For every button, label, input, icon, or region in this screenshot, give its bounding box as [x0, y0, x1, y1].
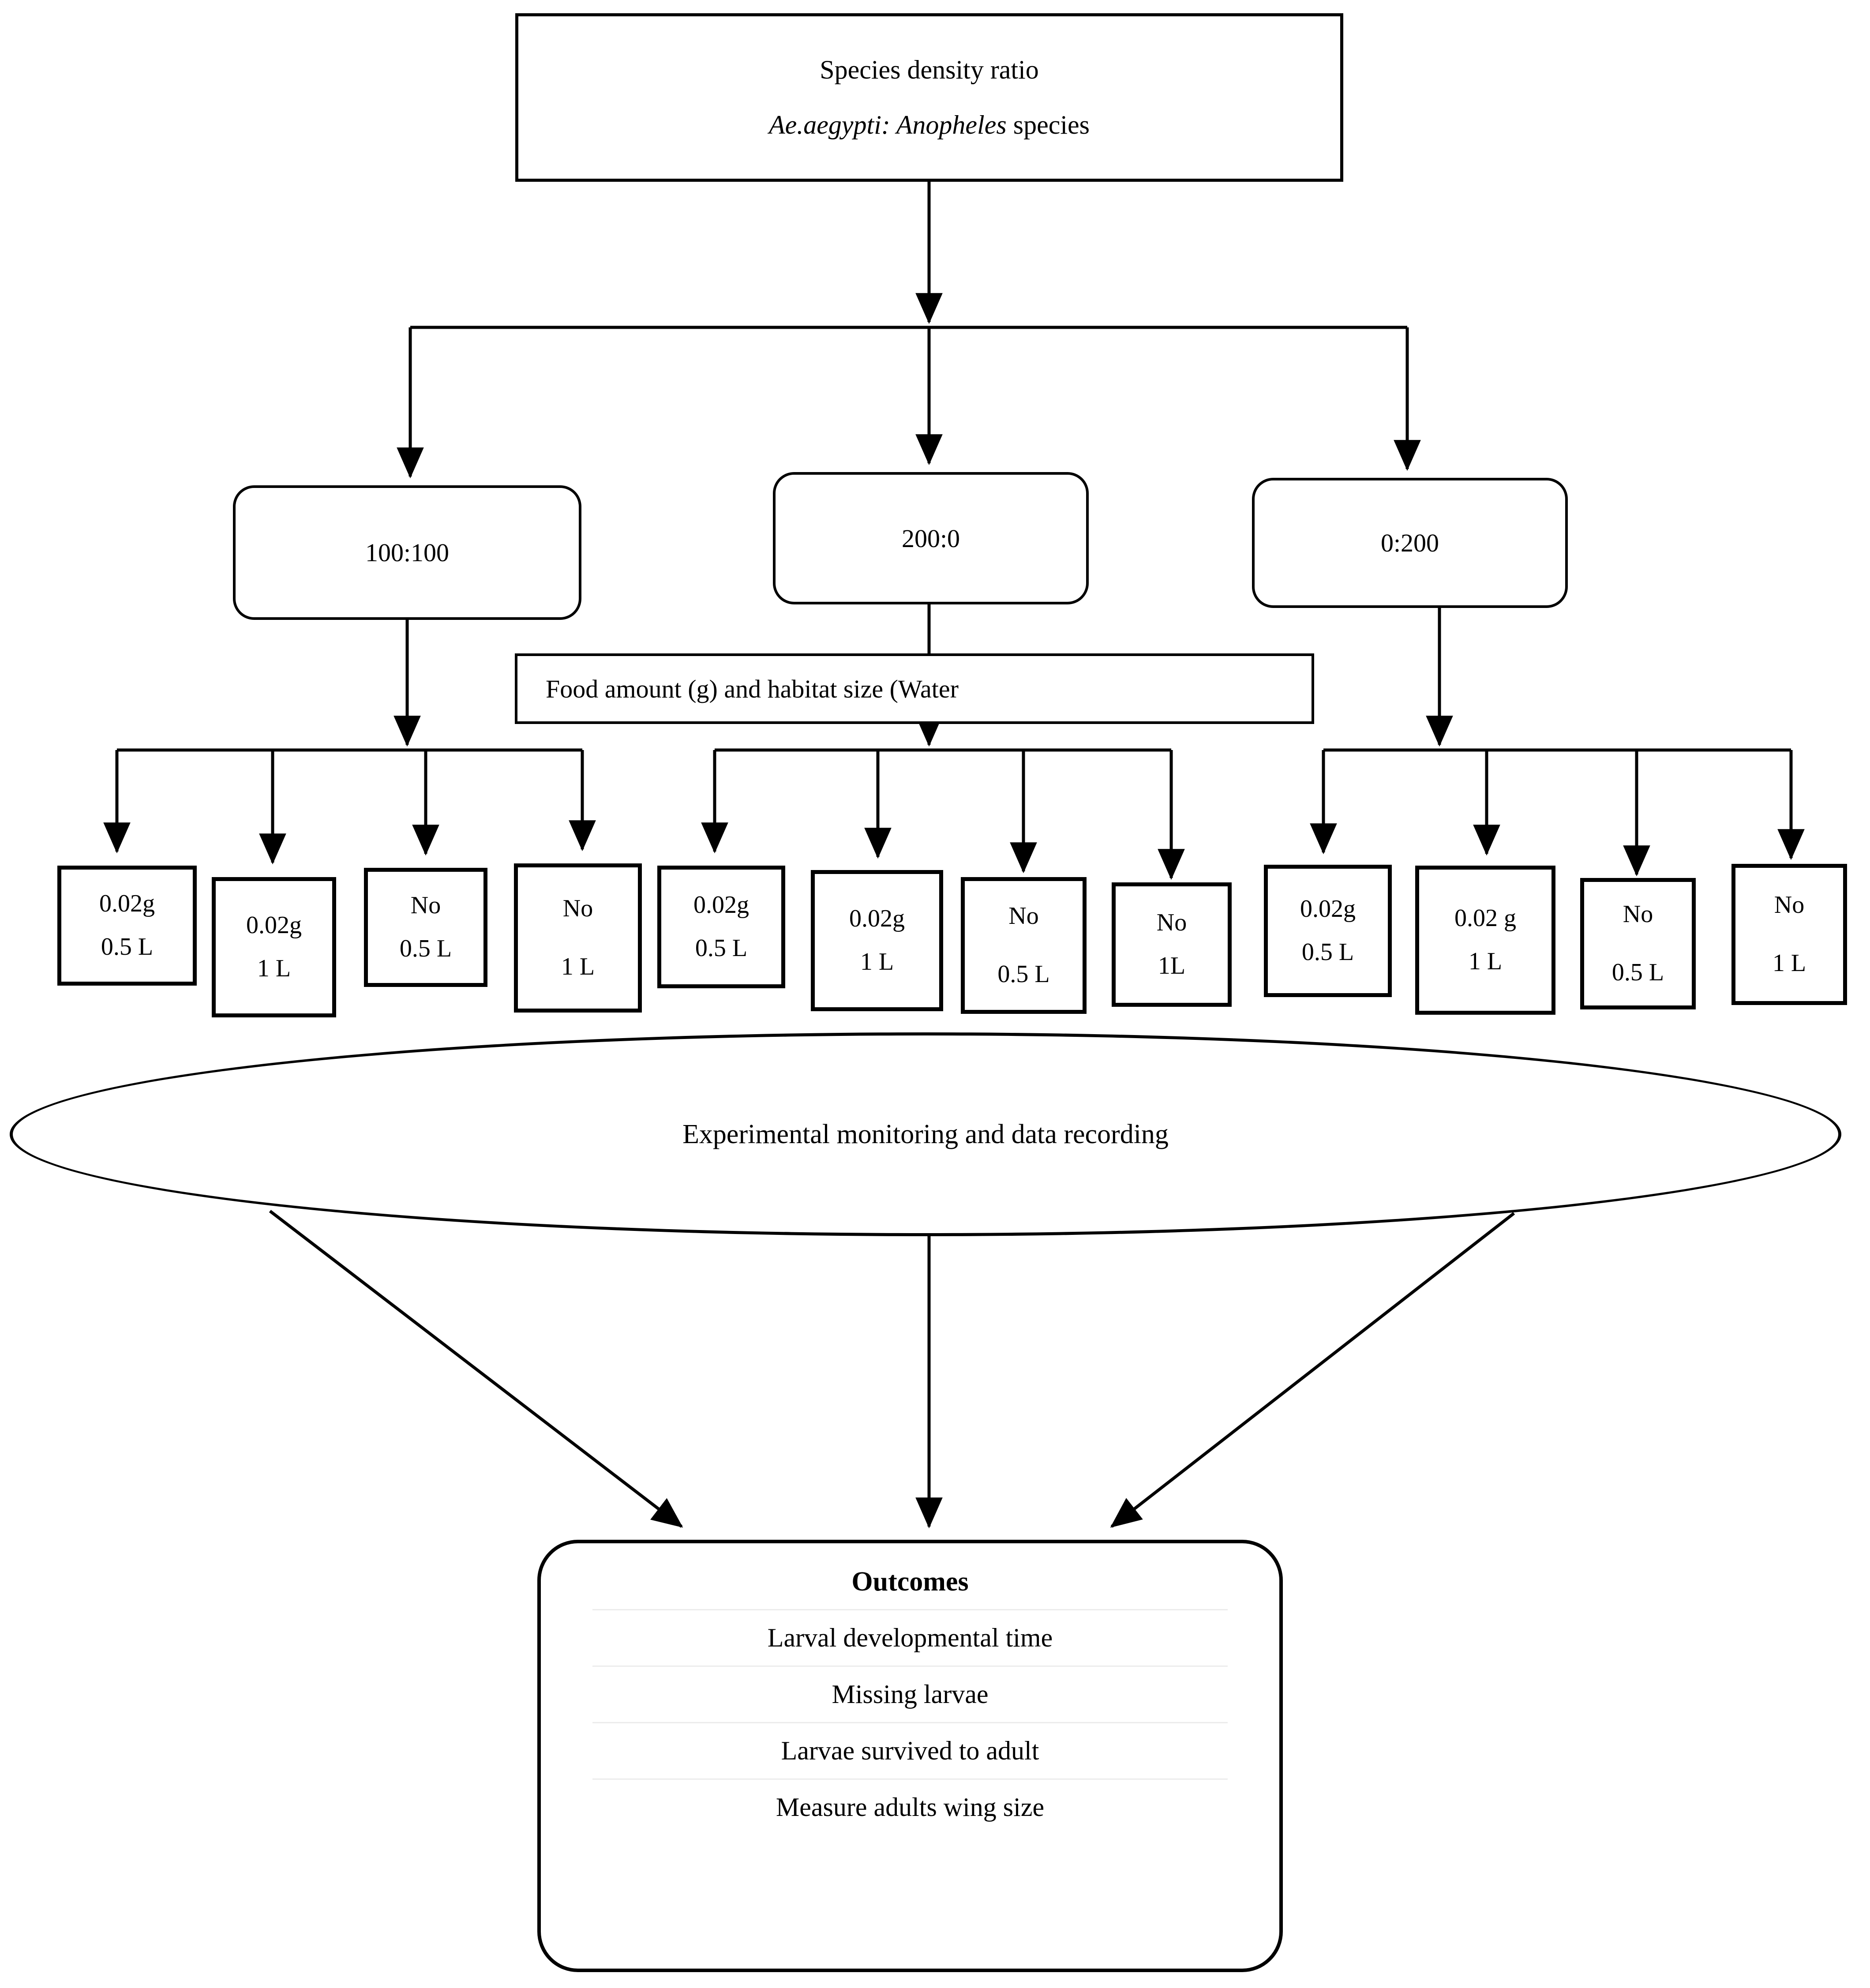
treatment-food: 0.02g [99, 890, 155, 918]
treatment-volume: 1 L [257, 955, 291, 982]
treatment-food: 0.02g [246, 911, 302, 939]
outcome-item: Missing larvae [592, 1665, 1228, 1722]
treatment-node[interactable]: No 1 L [1731, 864, 1847, 1005]
treatment-node[interactable]: 0.02g 0.5 L [57, 866, 197, 986]
treatment-node[interactable]: No 0.5 L [1580, 878, 1696, 1009]
treatment-food: No [1156, 909, 1187, 937]
treatment-food: No [562, 895, 593, 923]
treatment-volume: 0.5 L [1611, 959, 1664, 986]
treatment-volume: 1 L [561, 953, 595, 980]
treatment-volume: 0.5 L [695, 934, 748, 962]
treatment-food: No [1623, 900, 1653, 928]
treatment-food: 0.02g [1300, 895, 1356, 923]
monitoring-label: Experimental monitoring and data recordi… [682, 1119, 1169, 1149]
outcome-item: Measure adults wing size [592, 1778, 1228, 1835]
treatment-node[interactable]: No 1 L [514, 863, 642, 1013]
edge-monitoring-left [269, 1210, 683, 1528]
ratio-node-200-0[interactable]: 200:0 [773, 472, 1089, 604]
edge-monitoring-right [1110, 1212, 1515, 1528]
outcomes-list: Larval developmental time Missing larvae… [592, 1609, 1228, 1835]
treatment-node[interactable]: No 0.5 L [961, 877, 1087, 1014]
treatment-volume: 0.5 L [399, 935, 452, 962]
species-density-ratio-node[interactable]: Species density ratio Ae.aegypti: Anophe… [515, 13, 1343, 182]
treatment-node[interactable]: No 0.5 L [364, 868, 487, 987]
outcomes-title: Outcomes [851, 1567, 969, 1597]
treatment-food: No [410, 892, 441, 919]
ratio-node-0-200[interactable]: 0:200 [1252, 478, 1568, 608]
food-label: Food amount (g) and habitat size (Water [546, 674, 959, 703]
treatment-node[interactable]: 0.02g 0.5 L [657, 866, 785, 988]
treatment-food: No [1774, 891, 1805, 919]
ratio-label: 0:200 [1380, 529, 1439, 557]
treatment-food: 0.02 g [1454, 904, 1516, 932]
root-subtitle-italic: Ae.aegypti: Anopheles [769, 110, 1007, 139]
treatment-volume: 1 L [1468, 948, 1503, 975]
root-title: Species density ratio [820, 55, 1039, 84]
food-and-habitat-node[interactable]: Food amount (g) and habitat size (Water [515, 653, 1314, 724]
treatment-node[interactable]: 0.02g 0.5 L [1264, 865, 1392, 997]
treatment-volume: 1 L [860, 948, 894, 975]
outcome-item: Larvae survived to adult [592, 1722, 1228, 1778]
root-subtitle-tail: species [1006, 110, 1090, 139]
ratio-node-100-100[interactable]: 100:100 [233, 485, 581, 620]
treatment-volume: 0.5 L [1301, 938, 1354, 966]
root-subtitle: Ae.aegypti: Anopheles species [518, 110, 1340, 140]
treatment-volume: 1 L [1772, 949, 1806, 977]
treatment-volume: 0.5 L [101, 933, 154, 960]
treatment-node[interactable]: 0.02g 1 L [212, 877, 336, 1017]
treatment-node[interactable]: 0.02 g 1 L [1415, 866, 1555, 1015]
treatment-node[interactable]: No 1L [1112, 882, 1232, 1007]
ratio-label: 200:0 [901, 524, 960, 553]
treatment-volume: 1L [1158, 952, 1186, 979]
outcomes-node[interactable]: Outcomes Larval developmental time Missi… [537, 1540, 1283, 1972]
outcome-item: Larval developmental time [592, 1609, 1228, 1665]
treatment-node[interactable]: 0.02g 1 L [811, 870, 943, 1011]
experimental-monitoring-node[interactable]: Experimental monitoring and data recordi… [10, 1032, 1841, 1236]
treatment-food: 0.02g [693, 891, 749, 919]
treatment-food: No [1008, 902, 1039, 930]
ratio-label: 100:100 [365, 538, 450, 567]
treatment-food: 0.02g [849, 905, 905, 933]
treatment-volume: 0.5 L [997, 960, 1050, 988]
